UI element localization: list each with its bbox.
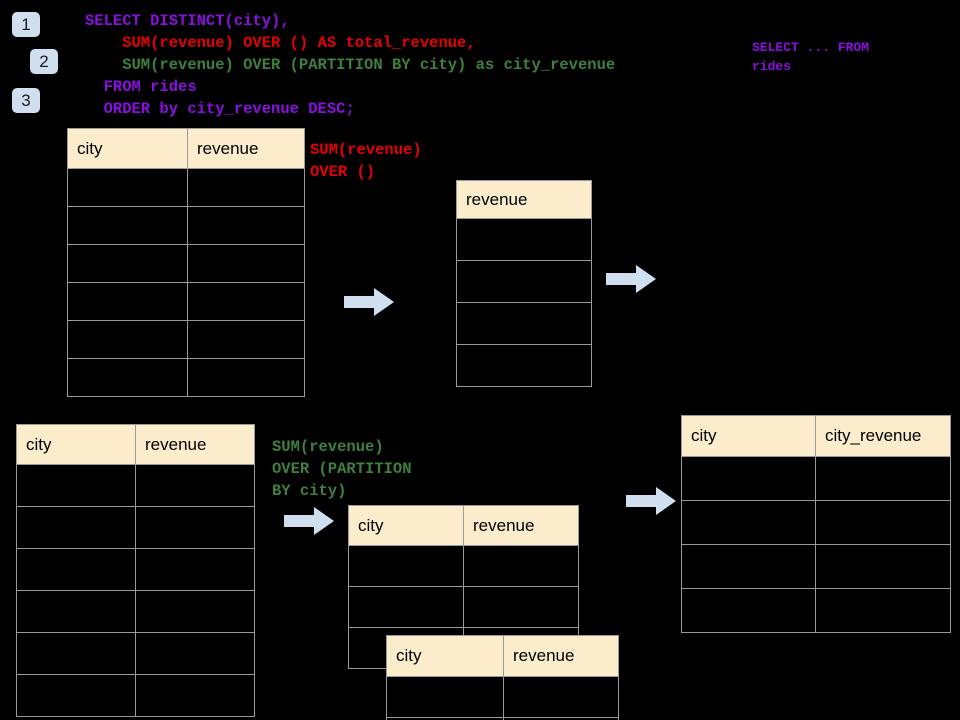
table-row	[456, 302, 592, 345]
table-cell	[16, 548, 136, 591]
sql-line-total-revenue: SUM(revenue) OVER () AS total_revenue,	[85, 34, 476, 52]
arrow-rides-to-total	[344, 288, 394, 316]
table-cell	[815, 456, 951, 501]
table-row	[681, 456, 951, 501]
table-cell	[67, 320, 188, 359]
table-cell	[463, 545, 579, 587]
sql-line-order-by: ORDER by city_revenue DESC;	[85, 100, 355, 118]
table-row	[681, 544, 951, 589]
table-cell	[16, 506, 136, 549]
table-row	[348, 586, 579, 628]
column-header-revenue: revenue	[456, 180, 592, 219]
table-cell	[187, 244, 305, 283]
side-note-select-from: SELECT ... FROM rides	[752, 40, 870, 74]
table-cell	[67, 282, 188, 321]
table-row	[456, 218, 592, 261]
table-row	[16, 632, 255, 675]
table-cell	[187, 320, 305, 359]
table-cell	[187, 206, 305, 245]
table-cell	[503, 676, 619, 718]
table-row	[386, 676, 619, 718]
table-cell	[135, 590, 255, 633]
column-header-city: city	[16, 424, 136, 465]
table-row	[67, 244, 305, 283]
table-row	[16, 674, 255, 717]
table-cell	[456, 218, 592, 261]
table-row	[16, 464, 255, 507]
table-row	[67, 206, 305, 245]
total-revenue-table: revenue	[456, 180, 592, 387]
step-badge-1: 1	[12, 12, 40, 37]
table-cell	[67, 168, 188, 207]
arrow-total-to-result	[606, 265, 656, 293]
column-header-city: city	[348, 505, 464, 546]
table-cell	[815, 588, 951, 633]
table-cell	[681, 588, 816, 633]
table-cell	[16, 464, 136, 507]
table-row	[681, 500, 951, 545]
table-cell	[815, 544, 951, 589]
column-header-revenue: revenue	[503, 635, 619, 677]
sql-line-select-distinct: SELECT DISTINCT(city),	[85, 12, 290, 30]
table-row	[681, 588, 951, 633]
table-cell	[67, 358, 188, 397]
table-cell	[135, 548, 255, 591]
table-row	[456, 260, 592, 303]
table-row	[67, 358, 305, 397]
table-cell	[456, 302, 592, 345]
arrow-rides-to-partition	[284, 507, 334, 535]
table-cell	[348, 545, 464, 587]
table-cell	[135, 674, 255, 717]
table-cell	[815, 500, 951, 545]
sql-line-city-revenue: SUM(revenue) OVER (PARTITION BY city) as…	[85, 56, 616, 74]
table-cell	[135, 632, 255, 675]
column-header-city: city	[681, 415, 816, 457]
table-cell	[386, 676, 504, 718]
table-cell	[456, 260, 592, 303]
column-header-city: city	[386, 635, 504, 677]
column-header-city-revenue: city_revenue	[815, 415, 951, 457]
table-row	[67, 320, 305, 359]
column-header-revenue: revenue	[135, 424, 255, 465]
table-row	[386, 717, 619, 720]
table-cell	[16, 590, 136, 633]
table-cell	[67, 244, 188, 283]
table-cell	[348, 586, 464, 628]
step-badge-2: 2	[30, 49, 58, 74]
table-row	[16, 590, 255, 633]
table-row	[67, 282, 305, 321]
table-cell	[135, 464, 255, 507]
column-header-revenue: revenue	[187, 128, 305, 169]
table-row	[348, 545, 579, 587]
table-cell	[463, 586, 579, 628]
sql-line-from: FROM rides	[85, 78, 197, 96]
table-row	[16, 506, 255, 549]
table-cell	[67, 206, 188, 245]
annotation-sum-over-empty: SUM(revenue) OVER ()	[310, 141, 422, 181]
table-cell	[681, 456, 816, 501]
table-row	[16, 548, 255, 591]
table-cell	[681, 544, 816, 589]
table-cell	[456, 344, 592, 387]
arrow-partition-to-result	[626, 487, 676, 515]
table-cell	[681, 500, 816, 545]
column-header-city: city	[67, 128, 188, 169]
table-row	[67, 168, 305, 207]
table-cell	[503, 717, 619, 720]
table-cell	[16, 674, 136, 717]
table-cell	[187, 168, 305, 207]
step-badge-3: 3	[12, 88, 40, 113]
table-cell	[16, 632, 136, 675]
table-cell	[187, 282, 305, 321]
column-header-revenue: revenue	[463, 505, 579, 546]
table-cell	[187, 358, 305, 397]
annotation-sum-over-partition: SUM(revenue) OVER (PARTITION BY city)	[272, 438, 412, 500]
table-row	[456, 344, 592, 387]
table-cell	[135, 506, 255, 549]
